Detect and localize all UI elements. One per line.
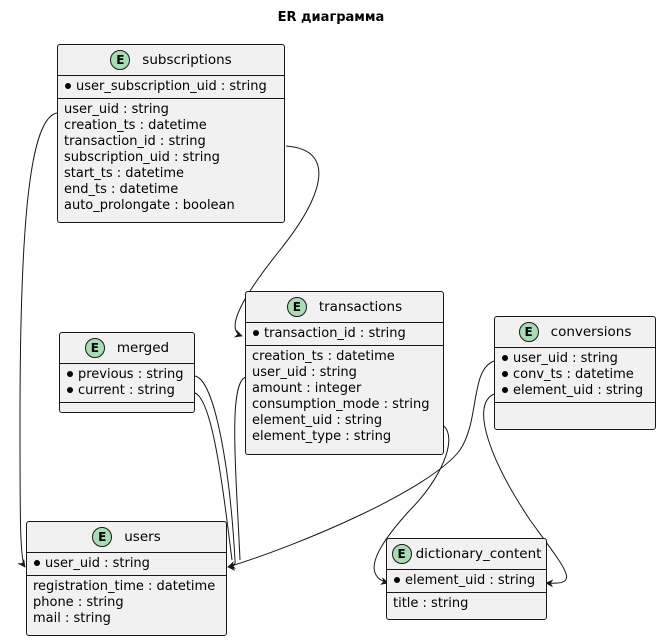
key-field: current : string xyxy=(66,383,188,399)
diagram-title: ER диаграмма xyxy=(277,10,385,25)
key-field: previous : string xyxy=(66,367,188,383)
bullet-icon xyxy=(65,82,71,89)
attribute-section: title : string xyxy=(387,592,546,615)
entity-header: E dictionary_content xyxy=(387,539,546,569)
key-field: conv_ts : datetime xyxy=(501,367,649,383)
entity-subscriptions[interactable]: E subscriptions user_subscription_uid : … xyxy=(57,44,285,223)
edge-transactions-users xyxy=(234,376,247,561)
entity-header: E transactions xyxy=(246,292,443,322)
entity-header: E subscriptions xyxy=(58,45,284,75)
attribute-field: auto_prolongate : boolean xyxy=(64,198,235,213)
entity-badge-icon: E xyxy=(518,322,539,342)
bullet-icon xyxy=(502,370,508,377)
attribute-field: transaction_id : string xyxy=(64,134,206,149)
attribute-section xyxy=(495,402,655,423)
edge-transactions-dictionary xyxy=(373,425,450,585)
key-field: user_uid : string xyxy=(33,556,220,572)
entity-dictionary-content[interactable]: E dictionary_content element_uid : strin… xyxy=(386,538,547,620)
attribute-field: end_ts : datetime xyxy=(64,182,179,197)
entity-merged[interactable]: E merged previous : string current : str… xyxy=(59,332,195,413)
attribute-field: mail : string xyxy=(33,611,111,626)
entity-badge-icon: E xyxy=(84,338,105,358)
key-section: transaction_id : string xyxy=(246,322,443,345)
attribute-field: subscription_uid : string xyxy=(64,150,220,165)
bullet-icon xyxy=(34,559,40,566)
entity-badge-icon: E xyxy=(286,297,307,317)
attribute-field: user_uid : string xyxy=(64,102,169,117)
entity-transactions[interactable]: E transactions transaction_id : string c… xyxy=(245,291,444,455)
attribute-field: start_ts : datetime xyxy=(64,166,184,181)
attribute-field: user_uid : string xyxy=(252,365,357,380)
attribute-field: amount : integer xyxy=(252,381,362,396)
key-section: user_subscription_uid : string xyxy=(58,75,284,98)
edge-conversions-users xyxy=(227,360,495,569)
entity-badge-icon: E xyxy=(391,544,412,564)
entity-name: transactions xyxy=(318,299,403,315)
edge-merged-current-users xyxy=(194,392,233,561)
attribute-field: consumption_mode : string xyxy=(252,397,430,412)
attribute-field: registration_time : datetime xyxy=(33,579,216,594)
bullet-icon xyxy=(394,576,400,583)
key-field: element_uid : string xyxy=(501,383,649,399)
bullet-icon xyxy=(502,386,508,393)
edge-subscriptions-users xyxy=(17,112,58,568)
bullet-icon xyxy=(67,386,73,393)
entity-users[interactable]: E users user_uid : string registration_t… xyxy=(26,521,227,636)
attribute-field: phone : string xyxy=(33,595,124,610)
bullet-icon xyxy=(67,370,73,377)
entity-name: users xyxy=(124,529,161,545)
entity-conversions[interactable]: E conversions user_uid : string conv_ts … xyxy=(494,316,656,430)
attribute-field: creation_ts : datetime xyxy=(64,118,207,133)
entity-badge-icon: E xyxy=(110,50,131,70)
key-field: user_subscription_uid : string xyxy=(64,79,278,95)
entity-header: E users xyxy=(27,522,226,552)
key-field: user_uid : string xyxy=(501,351,649,367)
edge-conversions-dictionary xyxy=(483,393,567,588)
key-field: element_uid : string xyxy=(393,573,540,589)
attribute-field: creation_ts : datetime xyxy=(252,349,395,364)
entity-name: dictionary_content xyxy=(415,546,542,562)
key-field: transaction_id : string xyxy=(252,326,437,342)
entity-name: merged xyxy=(116,340,170,356)
entity-header: E merged xyxy=(60,333,194,363)
entity-header: E conversions xyxy=(495,317,655,347)
edge-subscriptions-transactions xyxy=(233,145,320,338)
attribute-field: element_uid : string xyxy=(252,413,383,428)
bullet-icon xyxy=(253,329,259,336)
key-section: previous : string current : string xyxy=(60,363,194,402)
key-section: user_uid : string xyxy=(27,552,226,575)
attribute-section: creation_ts : datetime user_uid : string… xyxy=(246,345,443,448)
attribute-field: title : string xyxy=(393,596,469,611)
entity-badge-icon: E xyxy=(92,527,113,547)
attribute-section: user_uid : string creation_ts : datetime… xyxy=(58,98,284,217)
attribute-section xyxy=(60,402,194,409)
attribute-field: element_type : string xyxy=(252,429,392,444)
attribute-section: registration_time : datetime phone : str… xyxy=(27,575,226,630)
entity-name: subscriptions xyxy=(142,52,232,68)
entity-name: conversions xyxy=(550,324,632,340)
key-section: user_uid : string conv_ts : datetime ele… xyxy=(495,347,655,402)
key-section: element_uid : string xyxy=(387,569,546,592)
bullet-icon xyxy=(502,354,508,361)
